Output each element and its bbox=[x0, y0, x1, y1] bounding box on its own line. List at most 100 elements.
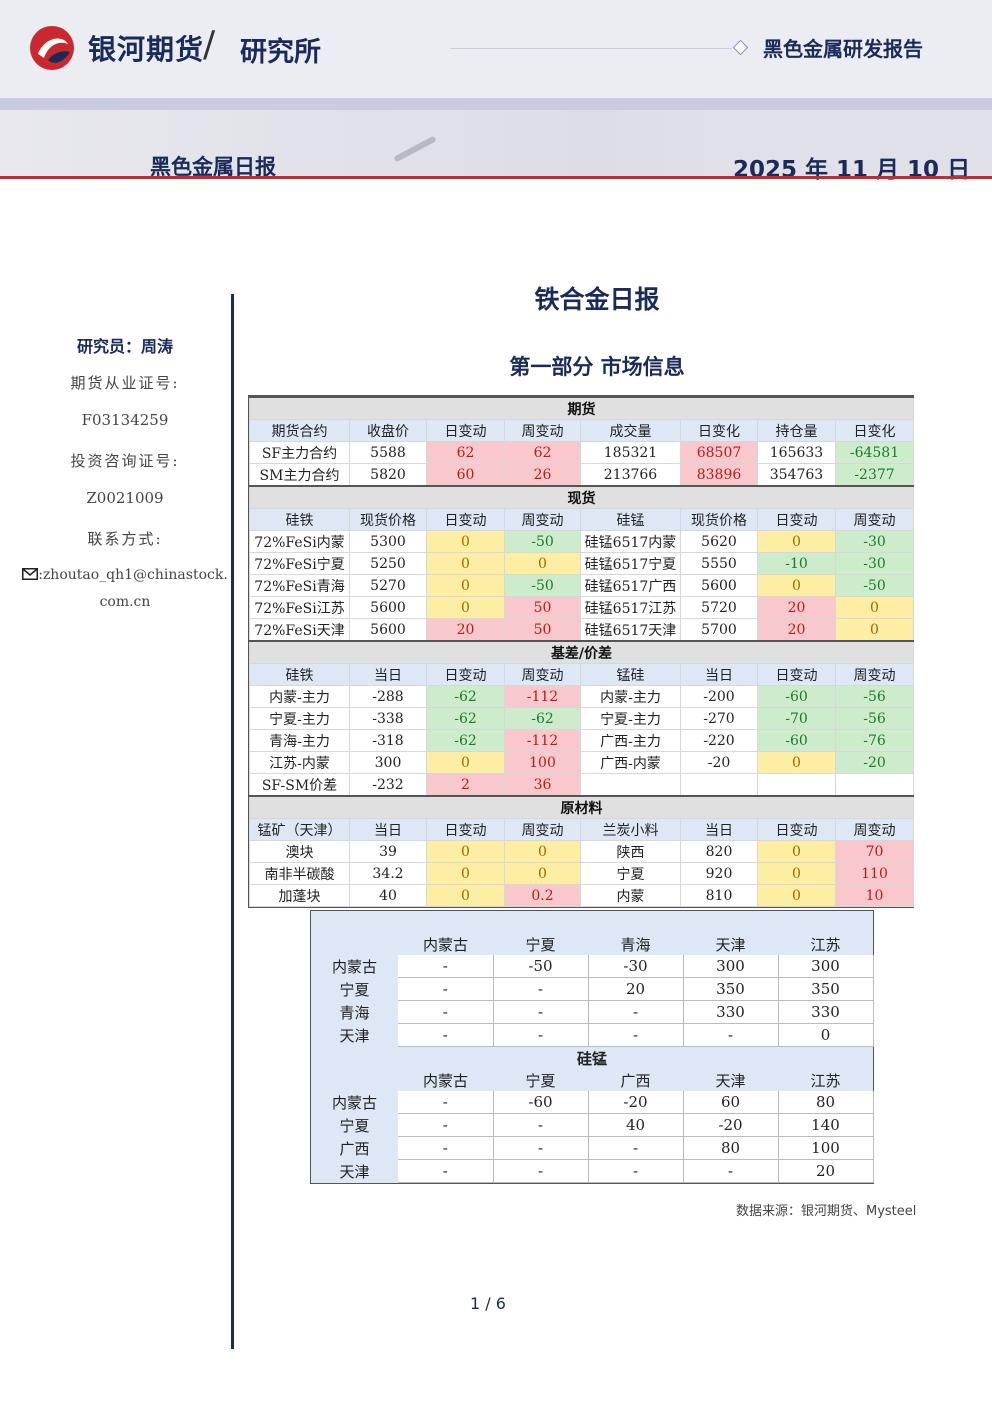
table-cell: 50 bbox=[504, 596, 581, 619]
column-header: 当日 bbox=[680, 663, 758, 686]
matrix-cell: 140 bbox=[778, 1113, 874, 1137]
table-cell: 26 bbox=[504, 463, 581, 487]
matrix-cell: 80 bbox=[778, 1091, 874, 1114]
table-cell: 硅锰6517内蒙 bbox=[580, 530, 681, 553]
table-cell: 宁夏-主力 bbox=[249, 707, 350, 730]
table-cell: -112 bbox=[504, 685, 581, 708]
matrix-cell: 330 bbox=[778, 1000, 874, 1024]
table-cell: 5550 bbox=[680, 552, 758, 575]
section-title-futures: 期货 bbox=[249, 396, 914, 420]
matrix-cell: - bbox=[493, 1136, 589, 1160]
email-line-2[interactable]: com.cn bbox=[99, 594, 151, 610]
matrix-cell: - bbox=[588, 1000, 684, 1024]
matrix-cell: 350 bbox=[778, 977, 874, 1001]
matrix-column-header: 天津 bbox=[683, 933, 778, 955]
column-header: 日变动 bbox=[757, 818, 836, 841]
table-cell: 0 bbox=[757, 530, 836, 553]
column-header: 周变动 bbox=[504, 663, 581, 686]
matrix-column-header: 江苏 bbox=[778, 933, 873, 955]
email-address[interactable]: :zhoutao_qh1@chinastock. bbox=[20, 567, 230, 583]
table-cell bbox=[835, 773, 914, 797]
table-cell: -70 bbox=[757, 707, 836, 730]
table-cell: 5620 bbox=[680, 530, 758, 553]
matrix-cell: 300 bbox=[778, 955, 874, 978]
table-cell: 5600 bbox=[349, 618, 427, 642]
contact-label: 联系方式: bbox=[87, 530, 163, 548]
table-cell: 72%FeSi宁夏 bbox=[249, 552, 350, 575]
table-cell: -270 bbox=[680, 707, 758, 730]
table-cell: 300 bbox=[349, 751, 427, 774]
matrix-row-label: 广西 bbox=[311, 1136, 398, 1160]
table-cell: 南非半碳酸 bbox=[249, 862, 350, 885]
table-cell: -30 bbox=[835, 530, 914, 553]
brand-name: 银河期货 bbox=[88, 33, 205, 66]
section-row-spot: 现货 bbox=[249, 485, 914, 509]
table-cell: 0 bbox=[757, 840, 836, 863]
cert-number: F03134259 bbox=[81, 411, 169, 429]
matrix-cell: -60 bbox=[493, 1091, 589, 1114]
table-cell: 0 bbox=[757, 884, 836, 907]
table-cell: -64581 bbox=[835, 441, 914, 464]
page-number: 1 / 6 bbox=[470, 1294, 506, 1313]
matrix-row-label: 宁夏 bbox=[311, 1113, 398, 1137]
section-row-basis: 基差/价差 bbox=[249, 640, 914, 664]
matrix-cell: - bbox=[493, 1000, 589, 1024]
matrix-cell: 60 bbox=[683, 1091, 779, 1114]
matrix-cell: 350 bbox=[683, 977, 779, 1001]
table-cell: 硅锰6517天津 bbox=[580, 618, 681, 642]
matrix-cell: - bbox=[683, 1023, 779, 1047]
column-header: 硅锰 bbox=[580, 508, 681, 531]
column-header: 日变动 bbox=[426, 419, 505, 442]
table-cell: -200 bbox=[680, 685, 758, 708]
matrix-cell: - bbox=[588, 1159, 684, 1183]
matrix-cell: 330 bbox=[683, 1000, 779, 1024]
table-cell: SM主力合约 bbox=[249, 463, 350, 487]
matrix-row-label: 宁夏 bbox=[311, 977, 398, 1001]
header-band bbox=[0, 0, 992, 98]
table-cell: 72%FeSi内蒙 bbox=[249, 530, 350, 553]
column-header: 当日 bbox=[349, 663, 427, 686]
page-title: 铁合金日报 bbox=[534, 285, 660, 314]
column-header: 周变动 bbox=[504, 508, 581, 531]
matrix-cell: - bbox=[398, 1113, 494, 1137]
table-cell: 72%FeSi天津 bbox=[249, 618, 350, 642]
table-cell: 宁夏 bbox=[580, 862, 681, 885]
table-cell: 50 bbox=[504, 618, 581, 642]
table-cell: 62 bbox=[504, 441, 581, 464]
table-cell: 0 bbox=[835, 596, 914, 619]
table-cell: 0 bbox=[504, 840, 581, 863]
header-row-futures: 期货合约收盘价日变动周变动成交量日变化持仓量日变化 bbox=[249, 419, 914, 442]
matrix-cell: - bbox=[588, 1023, 684, 1047]
table-cell: -232 bbox=[349, 773, 427, 797]
column-header: 日变动 bbox=[426, 663, 505, 686]
table-cell: 0 bbox=[835, 618, 914, 642]
report-name: 黑色金属日报 bbox=[150, 155, 276, 179]
table-cell: 60 bbox=[426, 463, 505, 487]
matrix-column-header: 宁夏 bbox=[493, 1069, 588, 1091]
table-cell: -30 bbox=[835, 552, 914, 575]
table-cell: 820 bbox=[680, 840, 758, 863]
matrix-row: 天津----0 bbox=[311, 1023, 874, 1047]
table-cell: 5820 bbox=[349, 463, 427, 487]
column-header: 周变动 bbox=[504, 818, 581, 841]
galaxy-logo-icon bbox=[30, 26, 74, 70]
table-cell: 39 bbox=[349, 840, 427, 863]
table-cell: 5720 bbox=[680, 596, 758, 619]
table-cell: 陕西 bbox=[580, 840, 681, 863]
banner-decoration bbox=[735, 110, 992, 176]
column-header: 成交量 bbox=[580, 419, 681, 442]
header-row-basis: 硅铁当日日变动周变动锰硅当日日变动周变动 bbox=[249, 663, 914, 686]
matrix-cell: - bbox=[398, 1091, 494, 1114]
table-cell bbox=[580, 773, 681, 797]
table-cell: -76 bbox=[835, 729, 914, 752]
